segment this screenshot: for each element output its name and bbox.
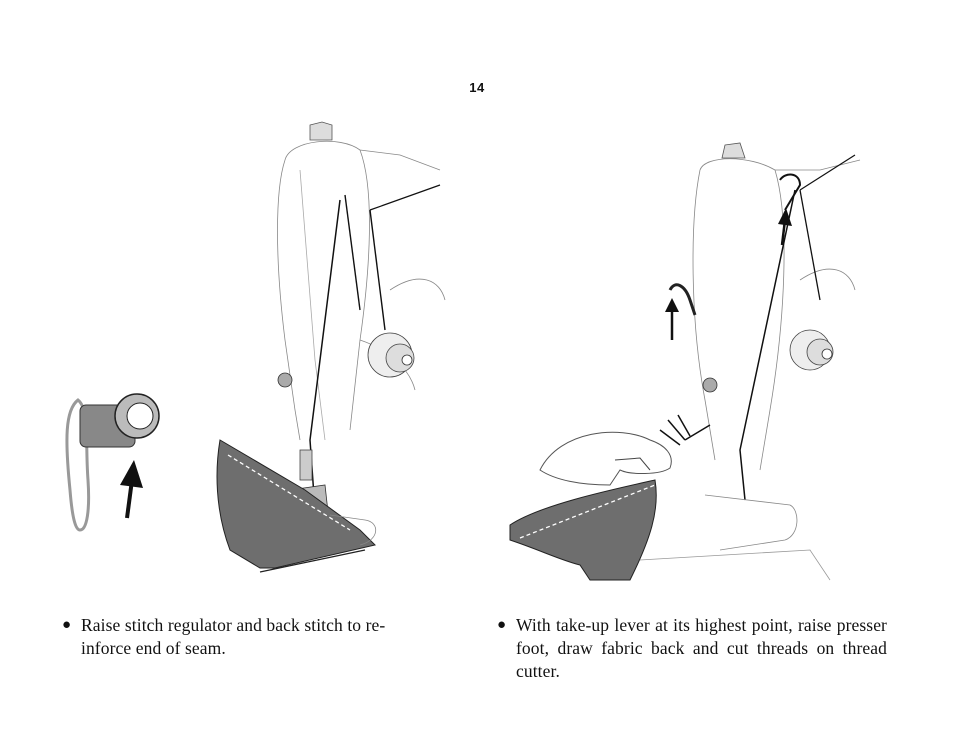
stitch-regulator-icon [65, 393, 160, 532]
up-arrow-icon [778, 208, 792, 246]
up-arrow-icon [120, 460, 143, 519]
sewing-machine-back-stitch-illustration [65, 121, 446, 573]
caption-line-2: inforce end of seam. [81, 638, 226, 658]
right-caption: ● With take-up lever at its highest poin… [497, 614, 887, 683]
sewing-machine-thread-cutter-illustration [509, 142, 861, 581]
left-caption: ● Raise stitch regulator and back stitch… [62, 614, 450, 660]
caption-text: With take-up lever at its highest point,… [516, 615, 887, 681]
bullet: ● [62, 617, 72, 633]
caption-line-1: Raise stitch regulator and back stitch t… [81, 615, 386, 635]
bullet: ● [497, 617, 507, 633]
up-arrow-icon [665, 298, 679, 340]
page-number: 14 [469, 80, 485, 95]
